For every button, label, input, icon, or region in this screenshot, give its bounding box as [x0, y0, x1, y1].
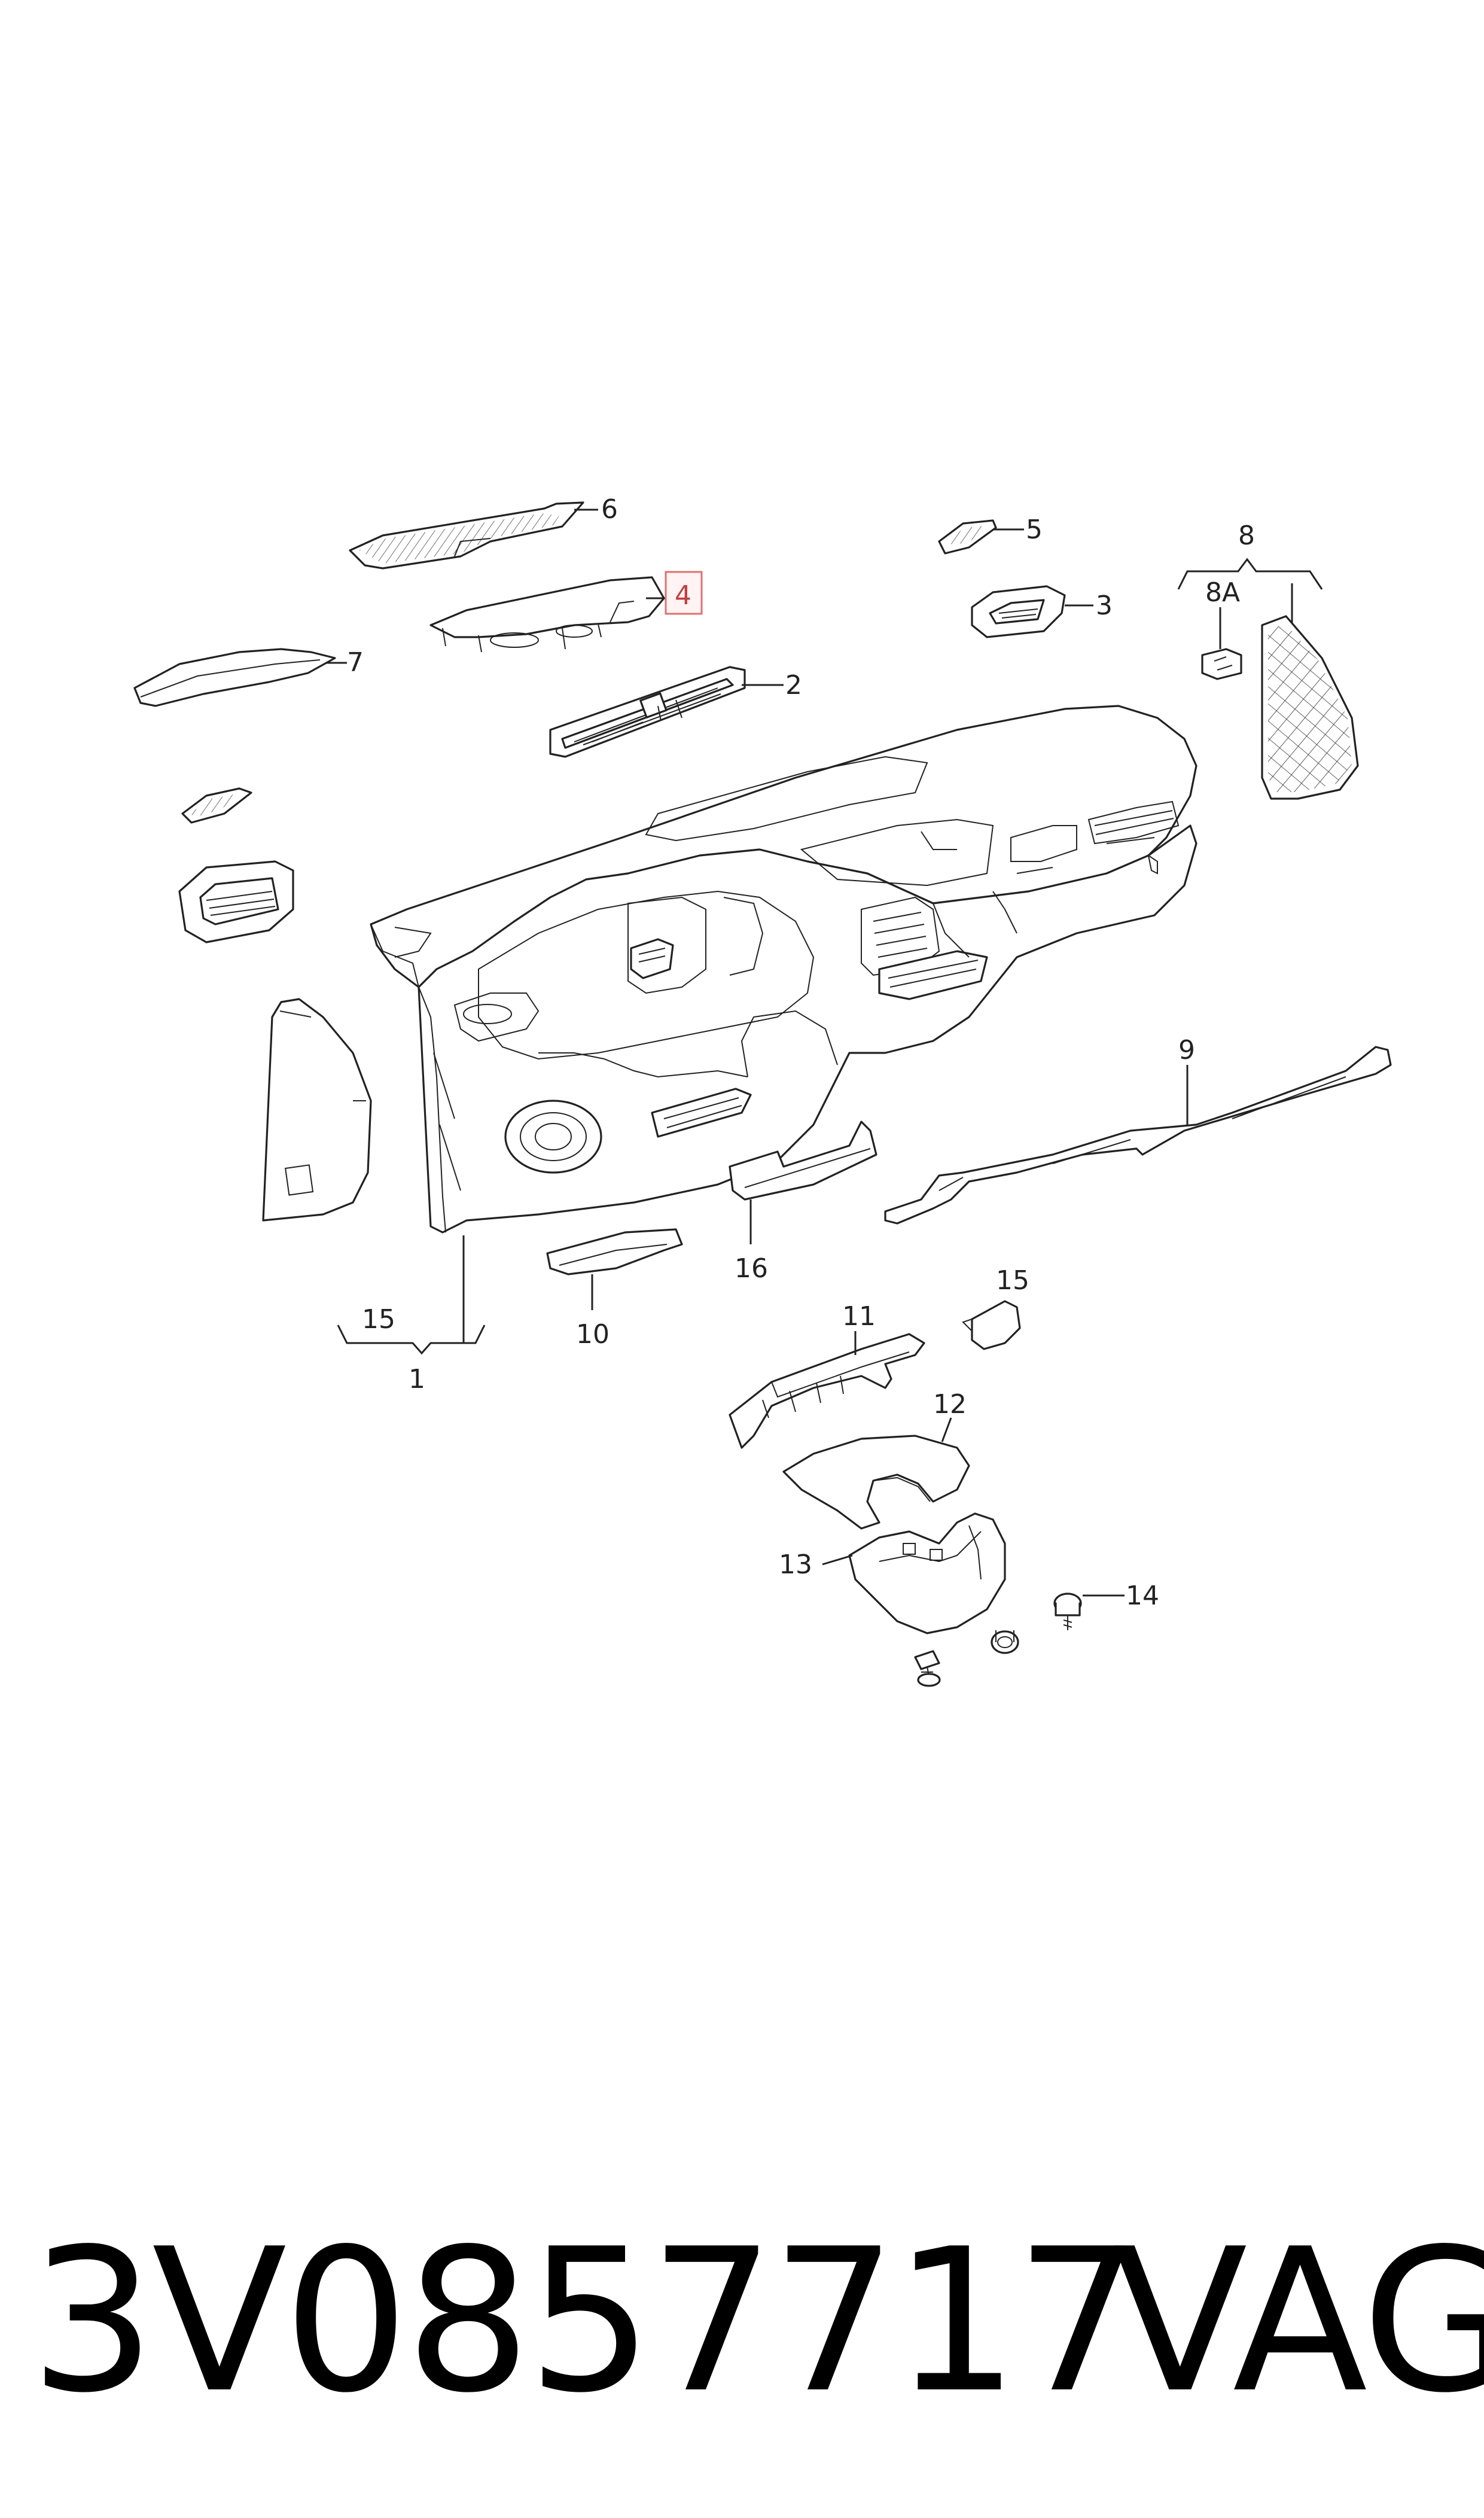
callout-8: 8 — [1238, 520, 1255, 551]
callout-16: 16 — [735, 1253, 768, 1284]
part-11-column-bracket — [729, 1333, 925, 1449]
part-7-trim-strip — [133, 648, 336, 707]
part-4-instrument-cover — [429, 576, 665, 653]
part-3-side-vent-right — [971, 585, 1066, 638]
part-left-vent — [178, 860, 294, 943]
leader-12 — [941, 1417, 952, 1442]
screw-icon — [914, 1650, 941, 1687]
part-12-upper-column-shroud — [782, 1435, 970, 1530]
callout-6: 6 — [601, 494, 618, 525]
leader-13 — [822, 1554, 853, 1566]
callout-15-left: 15 — [362, 1304, 395, 1335]
callout-12: 12 — [933, 1389, 967, 1420]
part-15-cap — [962, 1300, 1021, 1350]
part-1-dashboard-panel — [370, 705, 1197, 1234]
part-left-small-grille — [181, 787, 252, 824]
callout-15-right: 15 — [996, 1265, 1029, 1296]
part-left-side-panel — [262, 998, 372, 1222]
part-2-center-vent — [549, 666, 746, 758]
callout-4: 4 — [675, 580, 691, 611]
callout-13: 13 — [779, 1549, 812, 1580]
callout-1: 1 — [409, 1364, 425, 1395]
callout-5: 5 — [1026, 514, 1043, 545]
screw-icon — [991, 1630, 1019, 1654]
part-9-dash-trim-strip — [884, 1046, 1392, 1225]
part-8-storage-net — [1261, 615, 1359, 800]
bracket-1-15 — [337, 1325, 486, 1355]
bracket-8 — [1177, 558, 1323, 590]
part-13-lower-column-shroud — [848, 1512, 1006, 1634]
callout-3: 3 — [1096, 590, 1113, 621]
part-16-cover-panel — [729, 1121, 877, 1201]
callout-14: 14 — [1126, 1581, 1159, 1611]
part-14-screw — [1053, 1593, 1082, 1630]
callout-7: 7 — [347, 647, 364, 678]
brand-text: VAG — [1113, 2206, 1484, 2436]
callout-9: 9 — [1178, 1035, 1195, 1065]
callout-8a: 8A — [1205, 577, 1240, 608]
callout-2: 2 — [785, 670, 802, 701]
part-6-defroster-grille — [349, 501, 584, 570]
part-8a-clip — [1201, 648, 1242, 680]
part-number-text: 3V0857717 — [30, 2206, 1141, 2436]
callout-10: 10 — [576, 1319, 610, 1350]
part-5-speaker-grille — [938, 519, 997, 555]
callout-4-highlight-box — [665, 571, 703, 615]
callout-11: 11 — [842, 1301, 876, 1332]
part-10-trim-panel — [546, 1228, 683, 1275]
